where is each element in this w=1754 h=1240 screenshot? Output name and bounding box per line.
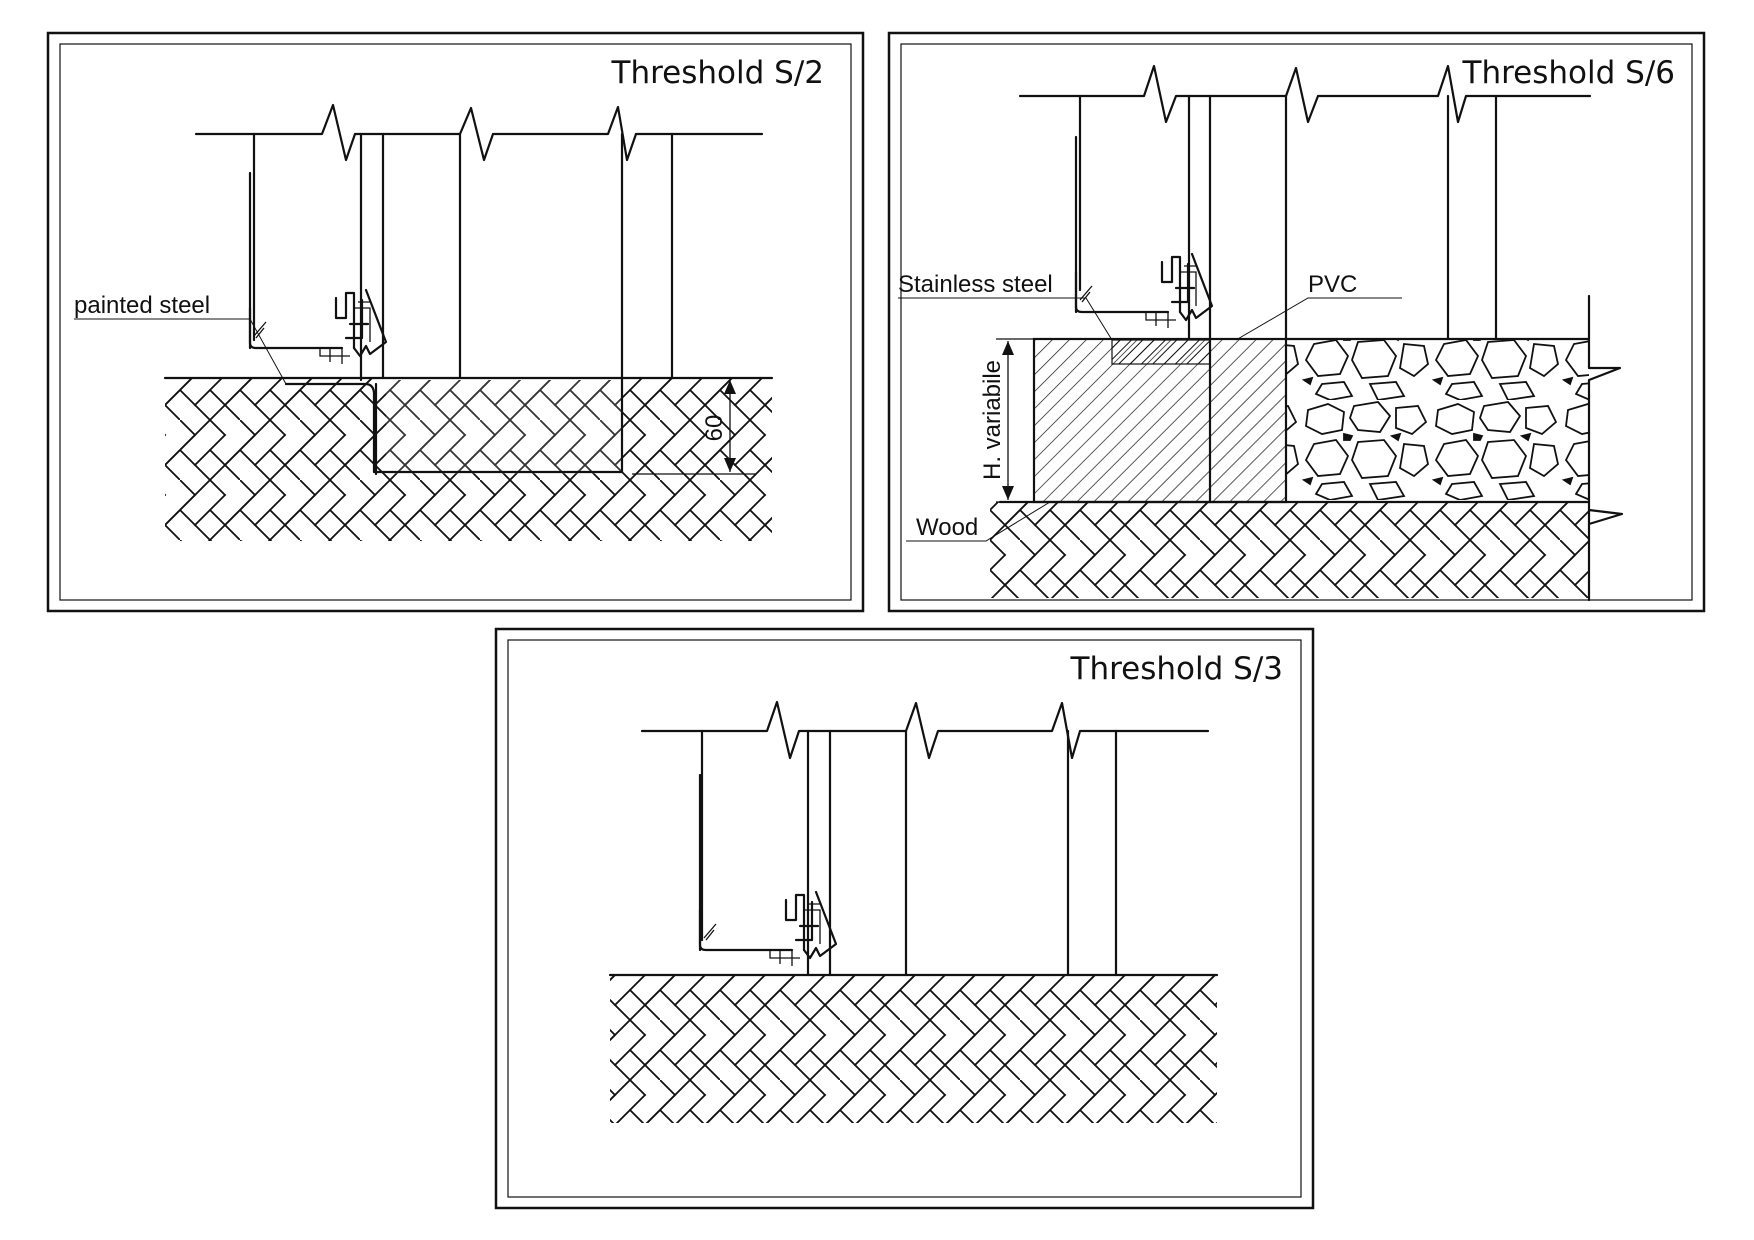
- ground-section: [163, 376, 774, 541]
- wood-label: Wood: [916, 514, 978, 541]
- panel-inner-frame: [59, 43, 852, 601]
- wood-block: [1032, 337, 1288, 504]
- panel-outer-frame: [46, 31, 865, 613]
- dimension-60: 60: [632, 377, 756, 475]
- leader-line: [74, 318, 287, 385]
- height-label: H. variabile: [979, 360, 1006, 480]
- panel-title: Threshold S/2: [611, 55, 824, 91]
- leader-line: [1235, 297, 1402, 341]
- leader-line: [898, 297, 1113, 341]
- dimension-label: 60: [701, 415, 728, 442]
- panel-threshold-s3: Threshold S/3: [494, 627, 1315, 1210]
- ground-section: [990, 500, 1624, 602]
- stainless-steel-label: Stainless steel: [898, 271, 1053, 298]
- panel-inner-frame: [900, 43, 1693, 601]
- stone-fill: [1284, 294, 1622, 504]
- door-members: [1078, 94, 1498, 340]
- break-line: [194, 103, 764, 162]
- panel-inner-frame: [507, 639, 1302, 1198]
- door-members: [252, 132, 674, 382]
- pvc-label: PVC: [1308, 271, 1357, 298]
- ground-section: [608, 973, 1219, 1123]
- stainless-strip: [1111, 339, 1211, 365]
- break-line: [1018, 64, 1592, 124]
- panel-title: Threshold S/3: [1070, 651, 1283, 687]
- material-label: painted steel: [74, 292, 210, 319]
- leader-line: [906, 501, 1051, 542]
- panel-outer-frame: [494, 627, 1315, 1210]
- steel-channel: [284, 376, 624, 476]
- height-dimension: H. variabile: [979, 338, 1034, 503]
- panel-outer-frame: [887, 31, 1706, 613]
- threshold-profile: [698, 773, 838, 968]
- threshold-profile: [248, 171, 388, 366]
- break-line: [640, 700, 1210, 760]
- door-members: [700, 729, 1118, 977]
- panel-threshold-s6: Threshold S/6 H.: [887, 31, 1706, 613]
- panel-threshold-s2: Threshold S/2 60: [46, 31, 865, 613]
- panel-title: Threshold S/6: [1462, 55, 1675, 91]
- threshold-profile: [1074, 135, 1214, 330]
